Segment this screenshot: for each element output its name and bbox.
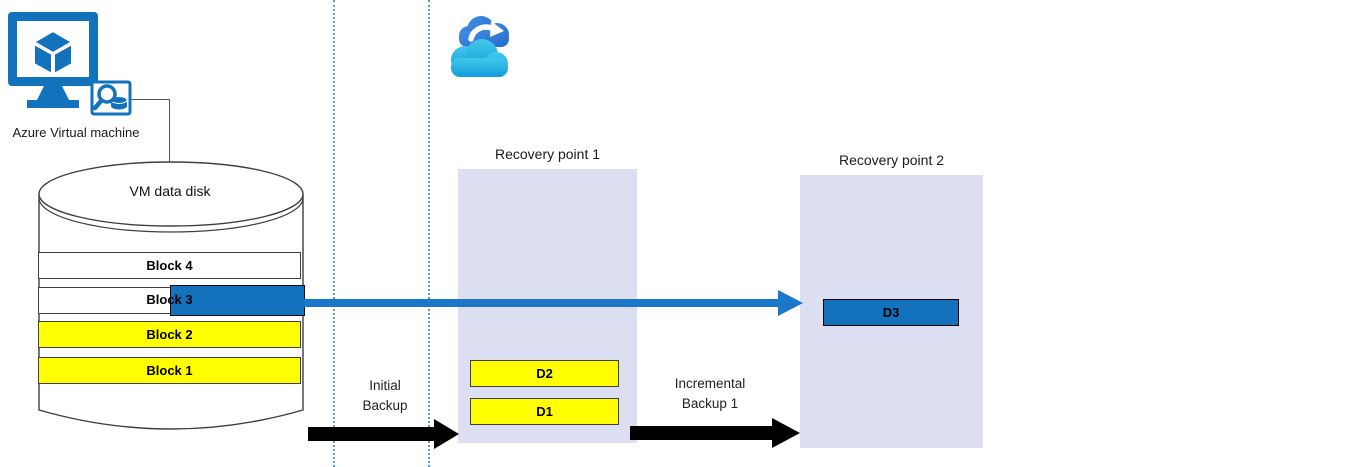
recovery-point-2-title: Recovery point 2: [838, 152, 945, 168]
incremental-backup-label-line2: Backup 1: [681, 396, 739, 411]
incremental-backup-label-line1: Incremental: [674, 376, 746, 391]
cube-icon: [33, 30, 73, 75]
vm-disk-connector-vertical: [169, 99, 170, 163]
disk-block-3-changed-highlight: [170, 285, 305, 316]
disk-search-icon: [90, 80, 132, 116]
incremental-backup-arrow-head: [772, 418, 800, 448]
incremental-backup-arrow-shaft: [630, 426, 772, 440]
dotted-separator-line-2: [428, 0, 430, 467]
disk-block-1: Block 1: [38, 357, 301, 384]
disk-block-3-label: Block 3: [146, 292, 193, 307]
dotted-separator-line-1: [333, 0, 335, 467]
initial-backup-label-line2: Backup: [362, 398, 408, 413]
changed-block-arrow-shaft: [304, 299, 778, 307]
front-cloud: [451, 39, 508, 77]
disk-block-2: Block 2: [38, 321, 301, 348]
initial-backup-arrow-shaft: [308, 427, 434, 441]
azure-virtual-machine-icon: [8, 12, 132, 116]
sync-arrow-icon: [468, 21, 504, 42]
initial-backup-arrow-head: [434, 419, 459, 449]
recovery-point-1-title: Recovery point 1: [494, 146, 601, 162]
backup-block-d2: D2: [470, 360, 619, 387]
changed-block-arrow-head: [778, 290, 803, 316]
vm-label: Azure Virtual machine: [12, 125, 140, 140]
backup-block-d1: D1: [470, 398, 619, 425]
incremental-backup-label: Incremental Backup 1: [640, 374, 780, 414]
backup-block-d3: D3: [823, 299, 959, 326]
disk-block-4: Block 4: [38, 252, 301, 279]
disk-title: VM data disk: [129, 183, 211, 199]
initial-backup-label-line1: Initial: [369, 378, 401, 393]
initial-backup-label: Initial Backup: [333, 376, 437, 416]
vm-disk-connector-horizontal: [128, 99, 170, 100]
azure-backup-cloud-icon: [451, 16, 509, 77]
